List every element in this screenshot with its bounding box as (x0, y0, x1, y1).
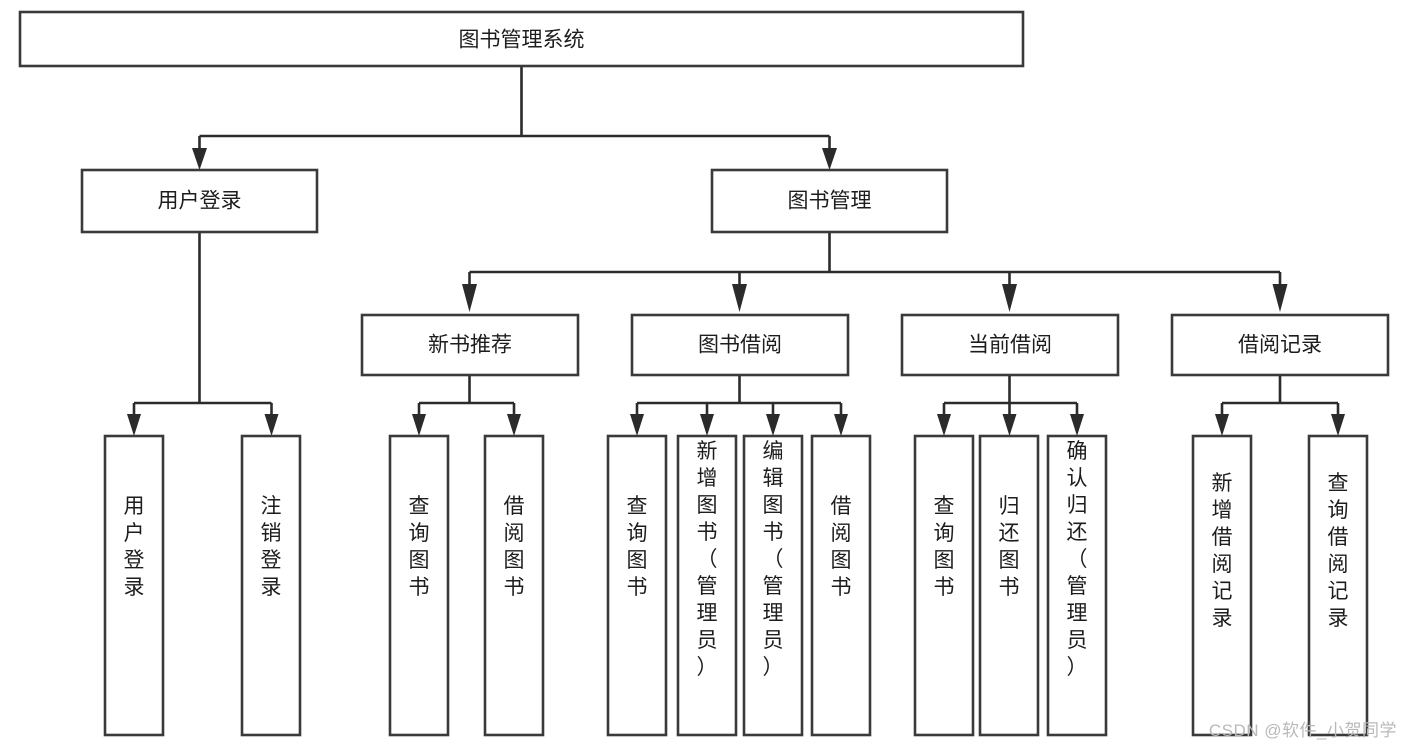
arrowhead-current (1002, 284, 1017, 312)
node-leaf-3[interactable]: 查询图书 (388, 434, 450, 737)
arrowhead-newbook (462, 284, 477, 312)
node-leaf-7[interactable]: 编辑图书（管理员） (742, 434, 804, 737)
arrowhead-leaf-4 (507, 414, 521, 436)
node-leaf-4-box[interactable] (483, 434, 545, 737)
node-leaf-2-box[interactable] (240, 434, 302, 737)
node-login-label: 用户登录 (158, 190, 242, 213)
node-leaf-13-label: 查询借阅记录 (1328, 472, 1349, 630)
node-leaf-8-label: 借阅图书 (831, 495, 852, 599)
node-borrow[interactable]: 图书借阅 (630, 313, 850, 377)
node-leaf-8-box[interactable] (810, 434, 872, 737)
node-leaf-7-label: 编辑图书（管理员） (763, 440, 784, 679)
arrowhead-login (192, 148, 207, 170)
arrowhead-leaf-5 (630, 414, 644, 436)
node-bookmgmt[interactable]: 图书管理 (710, 168, 949, 234)
node-leaf-5-box[interactable] (606, 434, 668, 737)
node-leaf-3-label: 查询图书 (409, 495, 430, 599)
node-root-box[interactable] (18, 10, 1025, 68)
node-records[interactable]: 借阅记录 (1170, 313, 1390, 377)
node-leaf-9[interactable]: 查询图书 (913, 434, 975, 737)
arrowhead-leaf-1 (127, 414, 141, 436)
arrowhead-borrow (732, 284, 747, 312)
node-leaf-11-box[interactable] (1046, 434, 1108, 737)
node-leaf-13[interactable]: 查询借阅记录 (1307, 434, 1369, 737)
node-login-box[interactable] (80, 168, 319, 234)
node-newbook[interactable]: 新书推荐 (360, 313, 580, 377)
arrowhead-leaf-11 (1070, 414, 1084, 436)
node-leaf-1-label: 用户登录 (124, 495, 145, 599)
node-leaf-7-box[interactable] (742, 434, 804, 737)
node-login[interactable]: 用户登录 (80, 168, 319, 234)
node-current[interactable]: 当前借阅 (900, 313, 1120, 377)
arrowhead-leaf-12 (1215, 414, 1229, 436)
node-records-label: 借阅记录 (1238, 334, 1322, 357)
arrowhead-leaf-2 (264, 414, 279, 436)
node-bookmgmt-box[interactable] (710, 168, 949, 234)
node-borrow-box[interactable] (630, 313, 850, 377)
node-newbook-label: 新书推荐 (428, 334, 512, 357)
node-leaf-2-label: 注销登录 (261, 495, 282, 599)
node-leaf-12[interactable]: 新增借阅记录 (1191, 434, 1253, 737)
node-leaf-11[interactable]: 确认归还（管理员） (1046, 434, 1108, 737)
node-leaf-9-box[interactable] (913, 434, 975, 737)
node-leaf-11-label: 确认归还（管理员） (1067, 440, 1088, 679)
node-leaf-9-label: 查询图书 (934, 495, 955, 599)
node-leaf-12-label: 新增借阅记录 (1212, 472, 1233, 630)
node-leaf-5[interactable]: 查询图书 (606, 434, 668, 737)
arrowhead-leaf-10 (1002, 414, 1017, 436)
node-leaf-8[interactable]: 借阅图书 (810, 434, 872, 737)
csdn-watermark: CSDN @软件_小贺同学 (1208, 721, 1397, 740)
node-leaf-1[interactable]: 用户登录 (103, 434, 165, 737)
node-leaf-6-label: 新增图书（管理员） (697, 440, 718, 679)
arrowhead-leaf-7 (766, 414, 780, 436)
node-leaf-6-box[interactable] (676, 434, 738, 737)
node-newbook-box[interactable] (360, 313, 580, 377)
node-borrow-label: 图书借阅 (698, 334, 782, 357)
node-current-label: 当前借阅 (968, 334, 1052, 357)
arrowhead-bookmgmt (822, 148, 837, 170)
connectors (127, 66, 1345, 436)
arrowhead-leaf-3 (412, 414, 426, 436)
node-root-label: 图书管理系统 (459, 29, 585, 52)
node-leaf-5-label: 查询图书 (627, 495, 648, 599)
node-leaf-10-box[interactable] (978, 434, 1040, 737)
node-bookmgmt-label: 图书管理 (788, 190, 872, 213)
node-leaf-2[interactable]: 注销登录 (240, 434, 302, 737)
node-leaf-12-box[interactable] (1191, 434, 1253, 737)
node-leaf-1-box[interactable] (103, 434, 165, 737)
node-leaf-6[interactable]: 新增图书（管理员） (676, 434, 738, 737)
arrowhead-records (1272, 284, 1288, 312)
arrowhead-leaf-6 (700, 414, 714, 436)
node-current-box[interactable] (900, 313, 1120, 377)
arrowhead-leaf-13 (1331, 414, 1345, 436)
arrowhead-leaf-9 (937, 414, 951, 436)
node-leaf-4-label: 借阅图书 (504, 495, 525, 599)
node-records-box[interactable] (1170, 313, 1390, 377)
node-leaf-13-box[interactable] (1307, 434, 1369, 737)
node-leaf-4[interactable]: 借阅图书 (483, 434, 545, 737)
node-leaf-10[interactable]: 归还图书 (978, 434, 1040, 737)
node-leaf-10-label: 归还图书 (999, 495, 1020, 599)
arrowhead-leaf-8 (834, 414, 848, 436)
node-root[interactable]: 图书管理系统 (18, 10, 1025, 68)
node-leaf-3-box[interactable] (388, 434, 450, 737)
